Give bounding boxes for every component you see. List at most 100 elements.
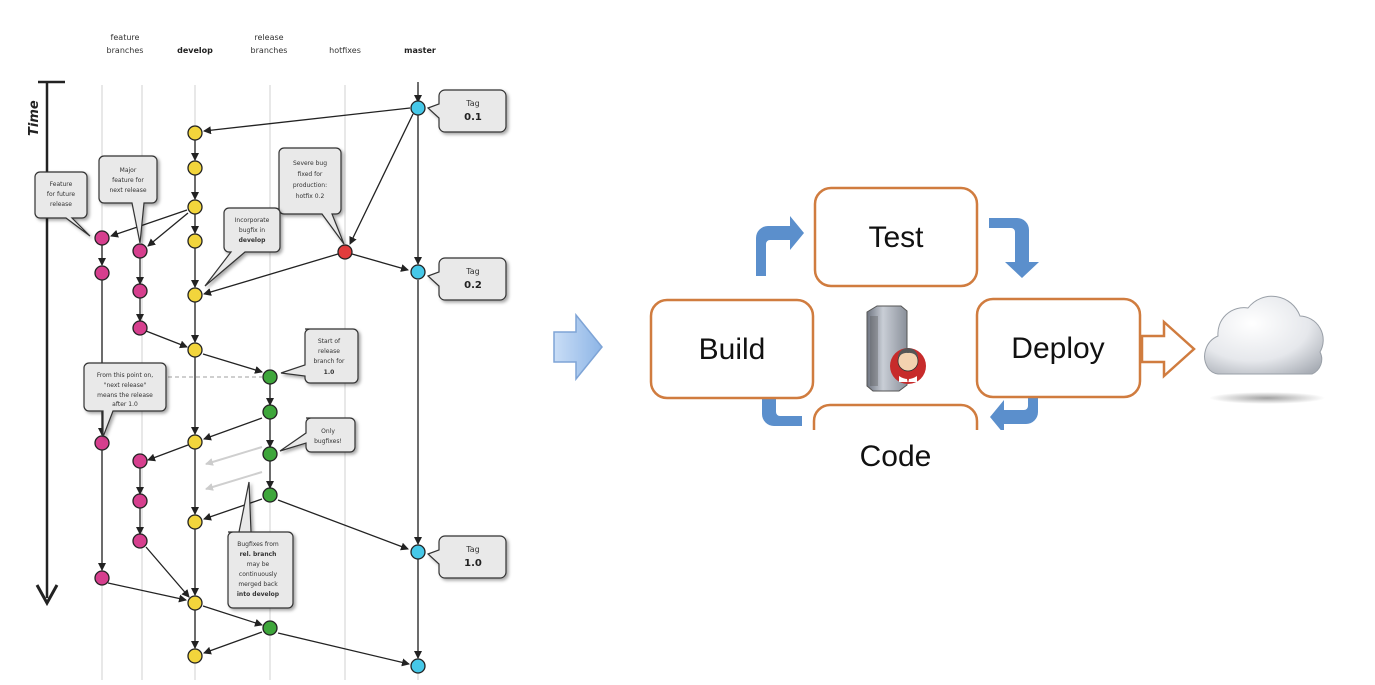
commit-node-master: [410, 658, 426, 674]
stage-test-label: Test: [868, 221, 924, 254]
note-text: next release: [109, 187, 146, 194]
stage-code-label: Code: [859, 440, 932, 473]
commit-node-feature: [94, 265, 110, 281]
commit-node-develop: [187, 342, 203, 358]
note-text: means the release: [97, 392, 153, 399]
col-header-feature-2: branches: [107, 46, 144, 55]
note-text: release: [318, 348, 340, 355]
note-from-this-point: [83, 362, 167, 438]
note-text: Major: [120, 167, 137, 174]
commit-node-master: [410, 100, 426, 116]
note-text: Severe bug: [293, 160, 327, 167]
loop-arrow-down-right-icon: [989, 218, 1039, 278]
note-text: From this point on,: [97, 372, 153, 379]
note-text: Incorporate: [235, 217, 270, 224]
col-header-feature-1: feature: [111, 33, 140, 42]
branch-lines: [98, 82, 422, 667]
note-text: "next release": [104, 382, 147, 389]
tag-label: Tag: [465, 99, 480, 108]
commit-node-feature: [132, 320, 148, 336]
commit-node-release: [262, 446, 278, 462]
loop-arrow-up-right-icon: [756, 216, 804, 276]
jenkins-server-icon: [866, 305, 926, 392]
stage-deploy: Deploy: [975, 297, 1142, 399]
feature-commits: [94, 230, 148, 586]
commit-node-hotfix: [337, 244, 353, 260]
note-text: merged back: [238, 581, 278, 588]
commit-node-feature: [94, 570, 110, 586]
note-text: Bugfixes from: [237, 541, 279, 548]
note-text: production:: [293, 182, 327, 189]
develop-commits: [187, 125, 203, 664]
commit-node-develop: [187, 595, 203, 611]
col-header-release-2: branches: [251, 46, 288, 55]
tag-1-0: Tag 1.0: [426, 535, 507, 579]
time-label: Time: [27, 100, 42, 136]
tag-callouts: Tag 0.1 Tag 0.2 Tag 1.0: [426, 89, 507, 579]
commit-node-master: [410, 264, 426, 280]
commit-node-develop: [187, 514, 203, 530]
note-text: bugfixes!: [314, 438, 342, 445]
stage-test: Test: [813, 186, 979, 288]
note-text: for future: [47, 191, 76, 198]
commit-node-feature: [132, 533, 148, 549]
commit-node-feature: [132, 493, 148, 509]
note-text: feature for: [112, 177, 144, 184]
cicd-diagram: Test Build Deploy: [553, 186, 1325, 430]
col-header-master: master: [404, 46, 436, 55]
loop-arrow-down-left-icon: [990, 366, 1038, 430]
note-text: continuously: [239, 571, 278, 578]
stage-build: Build: [649, 298, 815, 400]
commit-node-release: [262, 404, 278, 420]
commit-node-master: [410, 544, 426, 560]
commit-node-develop: [187, 125, 203, 141]
note-text: branch for: [313, 358, 345, 365]
note-start-release: [280, 328, 359, 384]
note-incorporate: [204, 207, 281, 287]
gitflow-diagram: feature branches develop release branche…: [27, 33, 507, 680]
tag-version: 0.1: [464, 112, 482, 123]
tag-0-2: Tag 0.2: [426, 257, 507, 301]
col-header-hotfixes: hotfixes: [329, 46, 361, 55]
commit-node-develop: [187, 287, 203, 303]
note-boxes: [34, 147, 359, 609]
note-text: may be: [247, 561, 270, 568]
note-text: Only: [321, 428, 335, 435]
note-text: into develop: [237, 591, 280, 598]
tag-label: Tag: [465, 267, 480, 276]
note-text: Start of: [318, 338, 341, 345]
note-text: bugfix in: [239, 227, 265, 234]
note-text: hotfix 0.2: [296, 193, 325, 200]
tag-version: 0.2: [464, 280, 482, 291]
commit-node-develop: [187, 434, 203, 450]
stage-code: [812, 403, 979, 430]
tag-version: 1.0: [464, 558, 482, 569]
release-commits: [262, 369, 278, 636]
deploy-arrow-icon: [1140, 319, 1196, 379]
note-text: release: [50, 201, 72, 208]
note-only-bugfixes: [279, 417, 356, 453]
note-text: 1.0: [324, 369, 335, 376]
commit-node-feature: [94, 230, 110, 246]
note-severe-bug: [278, 147, 345, 245]
note-major-feature: [98, 155, 158, 244]
note-text: rel. branch: [240, 551, 277, 558]
cloud-icon: [1204, 295, 1325, 404]
col-header-release-1: release: [254, 33, 283, 42]
note-texts: Feature for future release Major feature…: [47, 160, 345, 598]
commit-node-feature: [132, 453, 148, 469]
commit-node-release: [262, 369, 278, 385]
stage-build-label: Build: [699, 333, 766, 366]
commit-node-feature: [132, 283, 148, 299]
col-header-develop: develop: [177, 46, 213, 55]
tag-label: Tag: [465, 545, 480, 554]
commit-node-release: [262, 487, 278, 503]
note-text: after 1.0: [112, 401, 138, 408]
commit-node-feature: [132, 243, 148, 259]
transition-arrow-icon: [553, 312, 603, 382]
ghost-arrows: [168, 376, 263, 491]
note-text: develop: [239, 237, 267, 244]
time-axis: Time: [27, 80, 65, 607]
note-text: Feature: [50, 181, 73, 188]
commit-node-feature: [94, 435, 110, 451]
